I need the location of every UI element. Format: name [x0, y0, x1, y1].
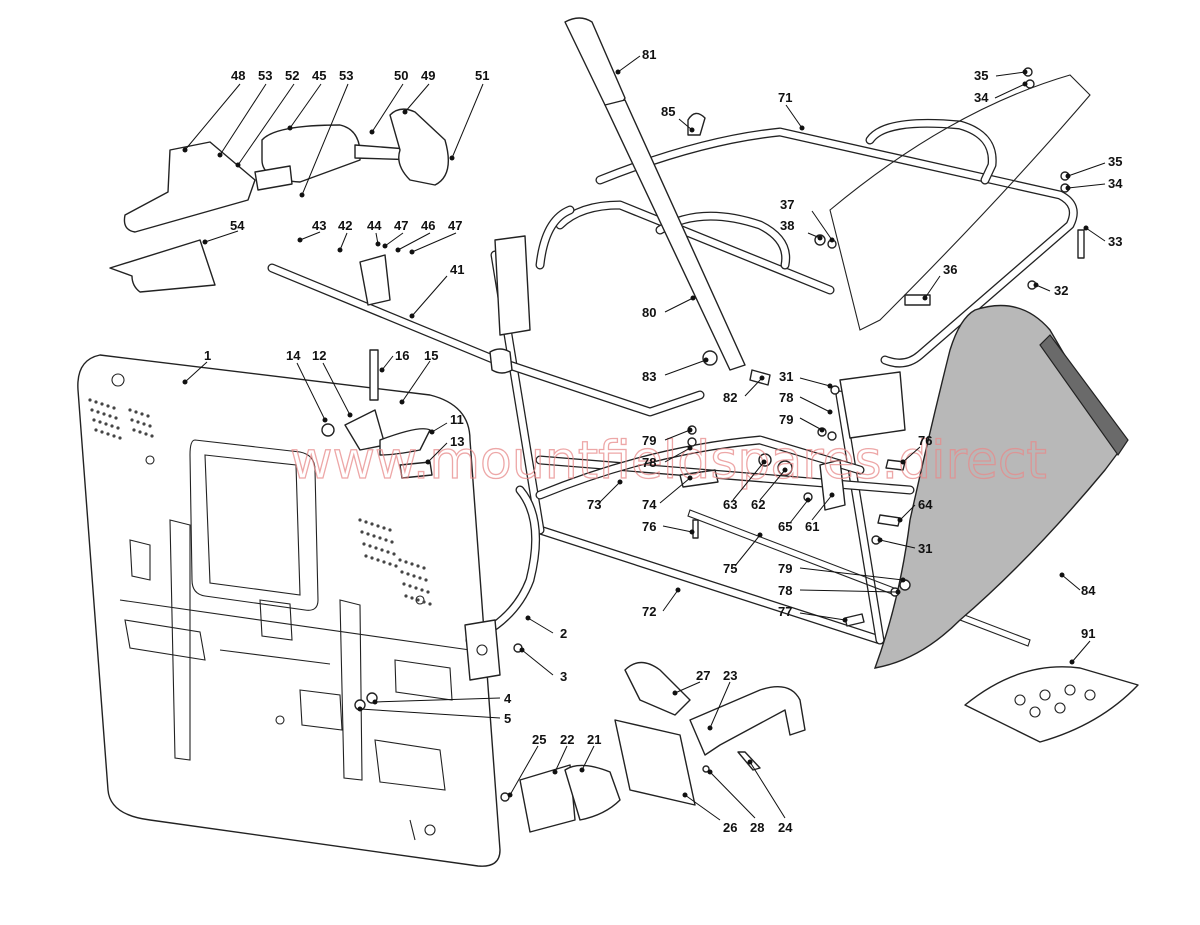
label-part-75: 75 [723, 561, 737, 576]
label-part-79-upper: 79 [779, 412, 793, 427]
label-part-4: 4 [504, 691, 512, 706]
latch-parts-group [500, 661, 806, 833]
label-part-35-upper: 35 [974, 68, 988, 83]
label-part-47-right: 47 [448, 218, 462, 233]
label-part-28: 28 [750, 820, 764, 835]
label-part-42: 42 [338, 218, 352, 233]
label-part-81: 81 [642, 47, 656, 62]
label-part-34-right: 34 [1108, 176, 1123, 191]
label-part-74: 74 [642, 497, 657, 512]
label-part-48: 48 [231, 68, 245, 83]
label-part-49: 49 [421, 68, 435, 83]
vent-grille-right [358, 518, 432, 606]
label-part-46: 46 [421, 218, 435, 233]
label-part-51: 51 [475, 68, 489, 83]
label-part-25: 25 [532, 732, 546, 747]
label-part-16: 16 [395, 348, 409, 363]
label-part-45: 45 [312, 68, 326, 83]
label-part-13: 13 [450, 434, 464, 449]
callout-labels: 1 2 3 4 5 11 12 13 14 15 16 21 22 23 24 … [204, 47, 1123, 835]
label-part-33: 33 [1108, 234, 1122, 249]
label-part-26: 26 [723, 820, 737, 835]
label-part-78-lower: 78 [778, 583, 792, 598]
label-part-43: 43 [312, 218, 326, 233]
label-part-63: 63 [723, 497, 737, 512]
label-part-52: 52 [285, 68, 299, 83]
label-part-80: 80 [642, 305, 656, 320]
label-part-78-middle: 78 [642, 455, 656, 470]
label-part-22: 22 [560, 732, 574, 747]
label-part-50: 50 [394, 68, 408, 83]
label-part-21: 21 [587, 732, 601, 747]
watermark-text: www.mountfieldspares.direct [290, 431, 1047, 491]
bracket-part-48 [123, 141, 256, 233]
front-panel-part-1 [77, 354, 501, 867]
label-part-23: 23 [723, 668, 737, 683]
label-part-3: 3 [560, 669, 567, 684]
label-part-1: 1 [204, 348, 211, 363]
label-part-62: 62 [751, 497, 765, 512]
label-part-77: 77 [778, 604, 792, 619]
label-part-35-right: 35 [1108, 154, 1122, 169]
label-part-47-left: 47 [394, 218, 408, 233]
label-part-31-upper: 31 [779, 369, 793, 384]
label-part-37: 37 [780, 197, 794, 212]
label-part-72: 72 [642, 604, 656, 619]
label-part-12: 12 [312, 348, 326, 363]
label-part-82: 82 [723, 390, 737, 405]
label-part-36: 36 [943, 262, 957, 277]
hinge-arm-part-2 [464, 485, 541, 681]
collector-frame-part-72 [490, 235, 915, 645]
bracket-part-54 [109, 239, 216, 293]
label-part-5: 5 [504, 711, 511, 726]
label-part-85: 85 [661, 104, 675, 119]
grass-bag-part-84 [873, 304, 1129, 669]
lever-handle-part-81 [564, 17, 746, 371]
label-part-2: 2 [560, 626, 567, 641]
label-part-41: 41 [450, 262, 464, 277]
hardware-bag-part-91 [964, 666, 1139, 743]
label-part-11: 11 [450, 412, 464, 427]
label-part-64: 64 [918, 497, 933, 512]
label-part-61: 61 [805, 519, 819, 534]
label-part-14: 14 [286, 348, 301, 363]
label-part-78-upper: 78 [779, 390, 793, 405]
label-part-91: 91 [1081, 626, 1095, 641]
label-part-53-right: 53 [339, 68, 353, 83]
label-part-71: 71 [778, 90, 792, 105]
callout-leaders [182, 55, 1106, 821]
label-part-65: 65 [778, 519, 792, 534]
label-part-31-lower: 31 [918, 541, 932, 556]
vent-grille-left [88, 398, 154, 440]
label-part-38: 38 [780, 218, 794, 233]
label-part-44: 44 [367, 218, 382, 233]
label-part-15: 15 [424, 348, 438, 363]
label-part-84: 84 [1081, 583, 1096, 598]
label-part-53-left: 53 [258, 68, 272, 83]
lift-rod-part-41 [267, 254, 705, 417]
label-part-79-lower: 79 [778, 561, 792, 576]
label-part-27: 27 [696, 668, 710, 683]
label-part-34-upper: 34 [974, 90, 989, 105]
label-part-83: 83 [642, 369, 656, 384]
label-part-73: 73 [587, 497, 601, 512]
label-part-79-middle: 79 [642, 433, 656, 448]
hardware-parts [321, 67, 1085, 711]
label-part-76-right: 76 [918, 433, 932, 448]
label-part-32: 32 [1054, 283, 1068, 298]
collector-window [829, 74, 1091, 331]
handle-assembly-part-45 [254, 108, 449, 191]
label-part-54: 54 [230, 218, 245, 233]
label-part-24: 24 [778, 820, 793, 835]
top-frame-part-71 [535, 118, 1078, 368]
label-part-76-left: 76 [642, 519, 656, 534]
